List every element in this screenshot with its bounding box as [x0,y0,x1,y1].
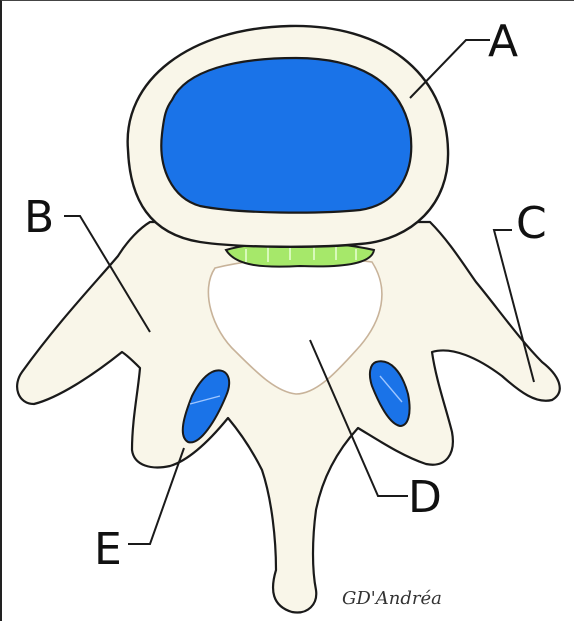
label-a: A [488,16,518,67]
label-c: C [516,198,547,249]
label-b: B [24,192,54,243]
vertebral-body-core [161,58,411,213]
label-d: D [408,472,442,523]
label-e: E [94,524,122,575]
artist-signature: GD'Andréa [342,588,442,609]
